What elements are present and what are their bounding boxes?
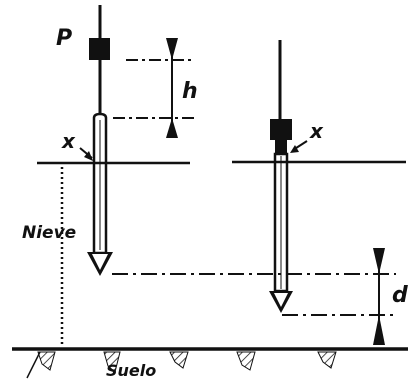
left-weight-block (89, 38, 110, 60)
marker-left-pointer (79, 147, 93, 161)
label-marker-left: x (61, 129, 76, 153)
label-snow: Nieve (22, 223, 76, 243)
label-marker-right: x (309, 119, 324, 143)
label-penetration: d (392, 283, 408, 308)
ground-surface (12, 347, 408, 379)
right-instrument (269, 40, 293, 313)
label-drop-height: h (182, 79, 198, 104)
label-ground: Suelo (106, 361, 156, 380)
marker-right-pointer (290, 140, 308, 153)
right-weight-block (270, 119, 292, 140)
height-dimension (113, 38, 195, 138)
left-instrument (87, 5, 113, 276)
penetration-dimension (112, 248, 396, 345)
label-weight: P (56, 26, 72, 51)
